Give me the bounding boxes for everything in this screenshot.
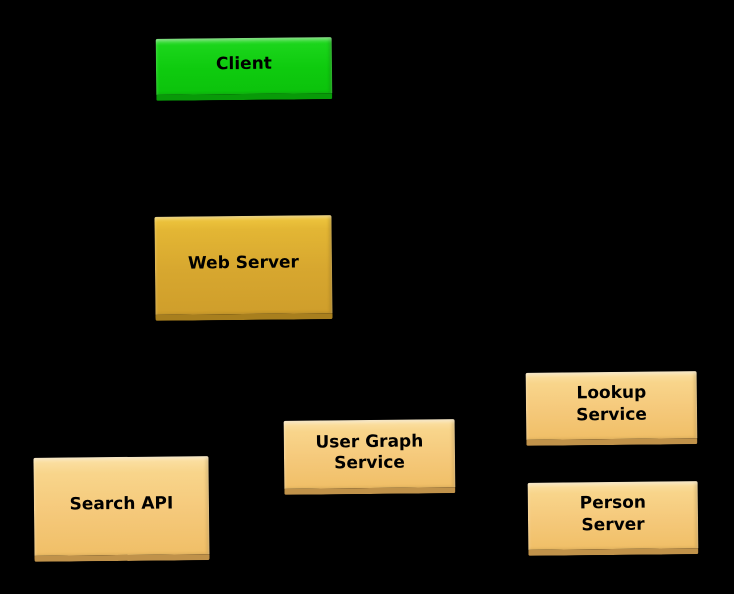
node-web-server: Web Server — [154, 215, 333, 321]
node-client: Client — [155, 37, 333, 101]
node-lookup-service-label: Lookup Service — [576, 382, 648, 425]
node-search-api-label: Search API — [69, 493, 174, 515]
node-user-graph-service: User Graph Service — [283, 419, 456, 495]
node-client-label: Client — [215, 54, 272, 75]
node-lookup-service: Lookup Service — [525, 371, 698, 446]
node-person-server: Person Server — [527, 481, 699, 556]
node-person-server-label: Person Server — [579, 492, 647, 535]
node-web-server-label: Web Server — [187, 252, 300, 274]
node-user-graph-service-label: User Graph Service — [315, 431, 424, 474]
node-search-api: Search API — [33, 456, 210, 562]
